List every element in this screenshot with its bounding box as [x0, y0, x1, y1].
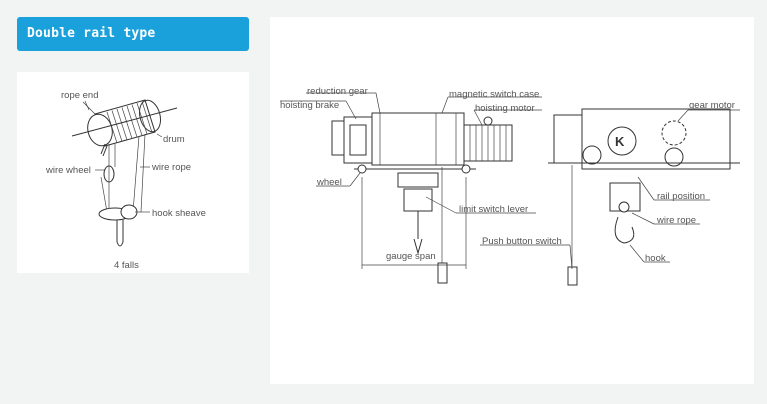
label-wire-rope: wire rope	[151, 162, 191, 173]
brand-logo-glyph: K	[615, 134, 625, 149]
label-rail-position: rail position	[657, 191, 705, 202]
rope-lines	[100, 133, 146, 213]
hoist-front-view: K	[548, 108, 740, 286]
label-push-button-switch: Push button switch	[482, 236, 562, 247]
label-reduction-gear: reduction gear	[307, 86, 368, 97]
label-gauge-span: gauge span	[386, 251, 436, 262]
label-magnetic-switch-case: magnetic switch case	[449, 89, 539, 100]
rope-reeving-diagram-panel: rope end drum wire wheel wire rope hook …	[17, 72, 249, 273]
hoist-drawing-panel: K reduction gea	[270, 17, 754, 384]
label-wire-wheel: wire wheel	[45, 165, 91, 176]
label-rope-end: rope end	[61, 90, 99, 101]
label-hook: hook	[645, 253, 666, 264]
label-gear-motor: gear motor	[689, 100, 735, 111]
label-limit-switch-lever: limit switch lever	[459, 204, 528, 215]
label-hook-sheave: hook sheave	[152, 208, 206, 219]
hoist-drawing: K reduction gea	[280, 86, 740, 286]
section-title-banner: Double rail type	[17, 17, 249, 51]
label-wire-rope-front: wire rope	[656, 215, 696, 226]
label-hoisting-brake: hoisting brake	[280, 100, 339, 111]
label-drum: drum	[163, 134, 185, 145]
label-falls: 4 falls	[114, 260, 139, 271]
section-title: Double rail type	[27, 26, 156, 41]
rope-reeving-diagram: rope end drum wire wheel wire rope hook …	[45, 90, 206, 271]
drum-illustration	[71, 99, 178, 147]
hook-sheave-illustration	[98, 204, 138, 247]
label-wheel: wheel	[316, 177, 342, 188]
wire-wheel-illustration	[103, 165, 115, 183]
hoist-side-view	[331, 112, 513, 284]
label-hoisting-motor: hoisting motor	[475, 103, 535, 114]
